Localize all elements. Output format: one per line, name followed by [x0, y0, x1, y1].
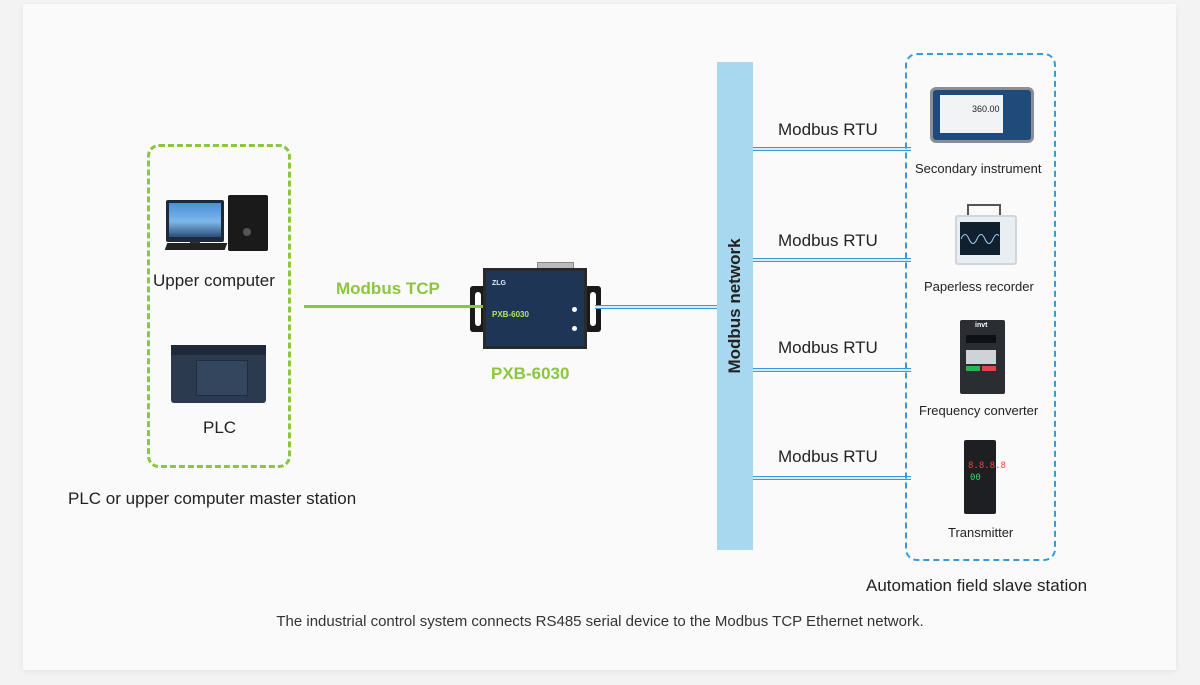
rtu-link-line-transmitter — [753, 476, 911, 480]
rtu-link-label: Modbus RTU — [778, 338, 878, 357]
instrument-display-value: 360.00 — [972, 104, 1000, 114]
instrument-screen — [940, 95, 1003, 133]
pc-screen — [169, 203, 221, 237]
plc-label: PLC — [203, 418, 237, 437]
slave-station-group-box — [905, 53, 1056, 561]
rtu-link-label: Modbus RTU — [778, 447, 878, 466]
converter-brand: invt — [975, 322, 988, 329]
rtu-link-label: Modbus RTU — [778, 231, 878, 250]
converter-run-key — [966, 366, 980, 371]
gateway-led-run — [572, 326, 577, 331]
converter-stop-key — [982, 366, 996, 371]
recorder-handle — [967, 204, 1001, 216]
rtu-link-line-secondary-instrument — [753, 147, 911, 151]
transmitter-red-display: 8.8.8.8 — [968, 461, 1006, 471]
pc-tower — [228, 195, 268, 251]
rtu-link-line-paperless-recorder — [753, 258, 911, 262]
master-station-group-label: PLC or upper computer master station — [68, 489, 357, 508]
modbus-tcp-label: Modbus TCP — [336, 279, 440, 298]
modbus-network-bus — [717, 62, 753, 550]
plc-panel — [196, 360, 248, 396]
recorder-waveform — [961, 234, 999, 244]
gateway-left-mount-slot — [475, 292, 481, 326]
gateway-left-port-link — [470, 305, 486, 308]
upper-computer-label: Upper computer — [153, 271, 275, 290]
converter-keypad — [966, 350, 996, 364]
diagram-caption: The industrial control system connects R… — [276, 613, 924, 630]
transmitter-label: Transmitter — [948, 525, 1014, 540]
gateway-bus-link-line — [595, 305, 717, 309]
rtu-link-label: Modbus RTU — [778, 120, 878, 139]
modbus-network-label: Modbus network — [725, 238, 744, 374]
rtu-link-line-frequency-converter — [753, 368, 911, 372]
gateway-right-mount-slot — [590, 292, 596, 326]
converter-display — [966, 335, 996, 343]
plc-terminal-strip — [171, 345, 266, 355]
pc-power-button — [243, 228, 251, 236]
gateway-model-print: PXB-6030 — [492, 310, 529, 319]
frequency-converter-label: Frequency converter — [919, 403, 1039, 418]
paperless-recorder-label: Paperless recorder — [924, 279, 1034, 294]
transmitter-green-display: 00 — [970, 473, 981, 483]
slave-station-group-label: Automation field slave station — [866, 576, 1088, 595]
modbus-tcp-link-line — [304, 305, 476, 308]
gateway-led-sys — [572, 307, 577, 312]
gateway-body — [483, 268, 587, 349]
pc-keyboard — [164, 243, 228, 250]
secondary-instrument-label: Secondary instrument — [915, 161, 1042, 176]
gateway-brand: ZLG — [492, 280, 506, 287]
transmitter-body — [964, 440, 996, 514]
gateway-label: PXB-6030 — [491, 364, 570, 383]
master-station-group-box — [147, 144, 291, 468]
